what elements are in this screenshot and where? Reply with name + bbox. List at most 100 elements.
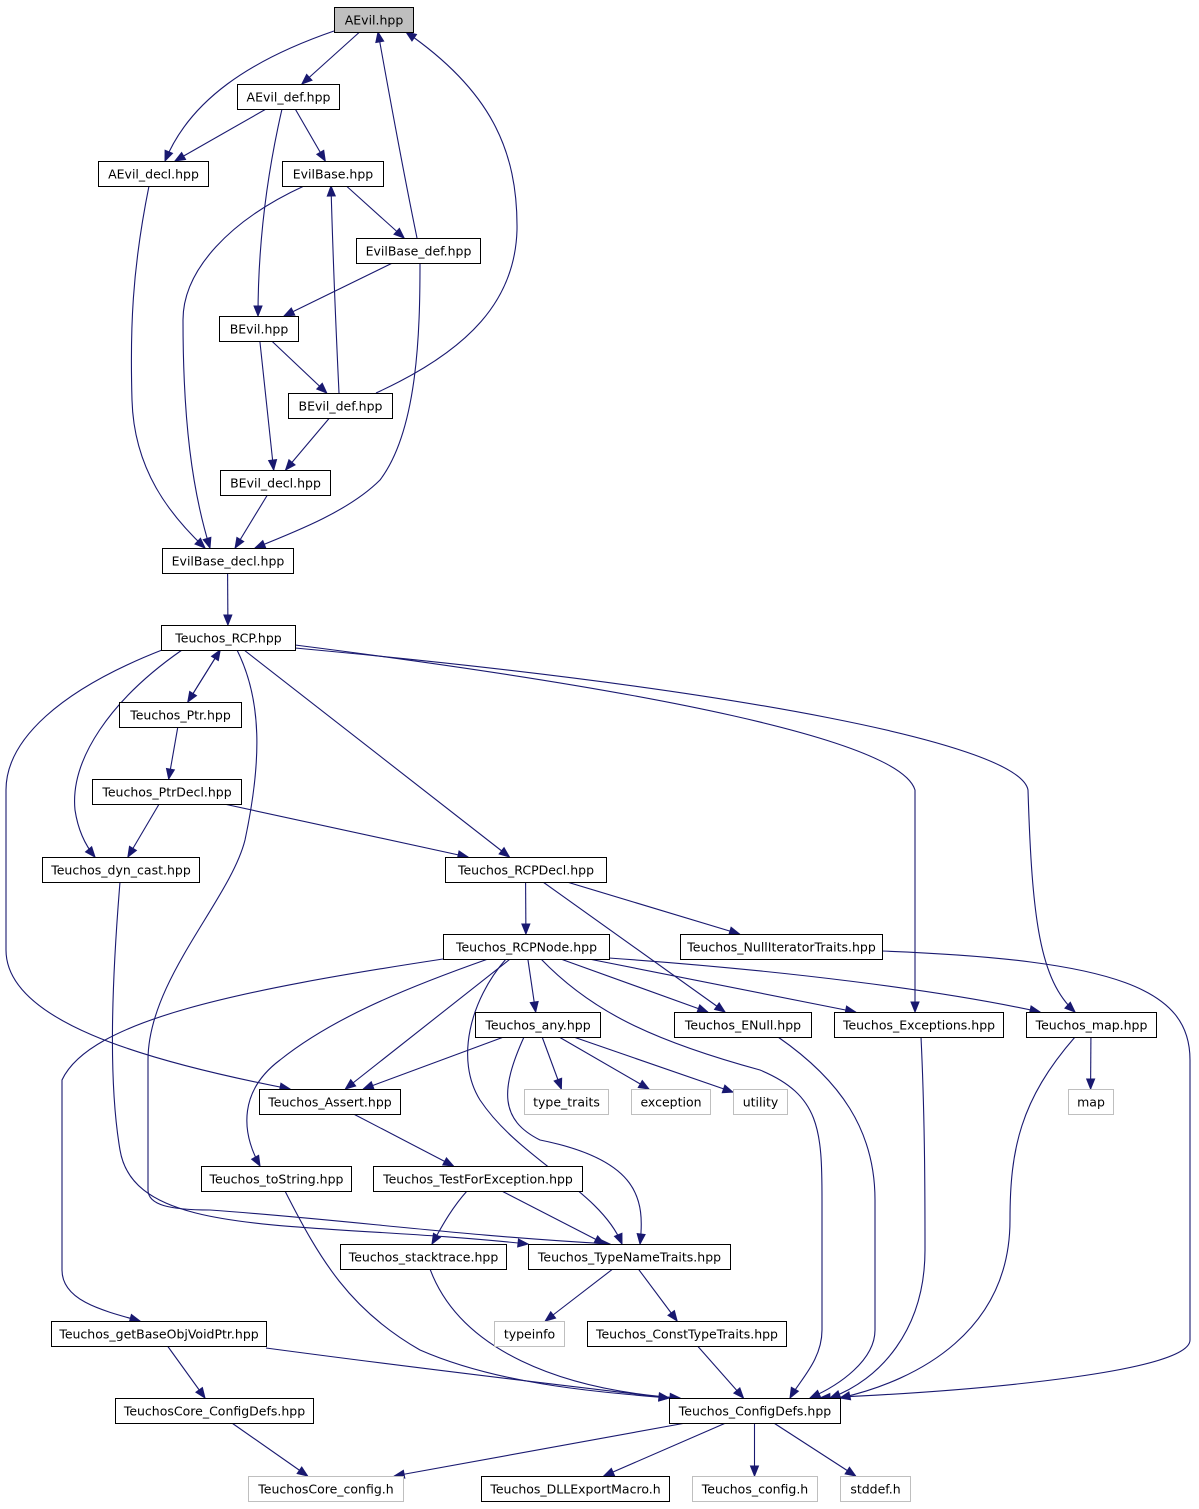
node-bevil_def[interactable]: BEvil_def.hpp (288, 393, 393, 419)
edge-arrowhead (844, 1466, 857, 1477)
node-tostring[interactable]: Teuchos_toString.hpp (201, 1166, 352, 1192)
edge-typenametraits-to-consttypetraits (637, 1268, 678, 1322)
node-coreconfig_h: TeuchosCore_config.h (248, 1476, 404, 1502)
node-box (115, 1398, 314, 1424)
edge-configdefs-to-coreconfig_h (394, 1422, 686, 1477)
node-bevil_decl[interactable]: BEvil_decl.hpp (220, 470, 331, 496)
edge-arrowhead (553, 1077, 563, 1091)
node-rcp[interactable]: Teuchos_RCP.hpp (161, 625, 296, 651)
edge-tmap-to-configdefs (839, 1036, 1076, 1399)
edges-layer (5, 30, 1191, 1479)
node-box (259, 1089, 401, 1115)
edge-rcpnode-to-configdefs (540, 958, 823, 1399)
node-type_traits: type_traits (524, 1089, 609, 1115)
edge-arrowhead (1064, 1001, 1076, 1013)
node-enull[interactable]: Teuchos_ENull.hpp (674, 1012, 812, 1038)
node-label: Teuchos_ENull.hpp (684, 1018, 801, 1033)
node-aevil_decl[interactable]: AEvil_decl.hpp (98, 161, 209, 187)
node-label: Teuchos_Assert.hpp (267, 1095, 391, 1110)
edge-getbaseobj-to-coreconfigdefs (167, 1345, 206, 1399)
node-ptr[interactable]: Teuchos_Ptr.hpp (119, 702, 242, 728)
edge-rcpnode-to-assert (345, 958, 511, 1090)
node-label: AEvil_decl.hpp (108, 167, 199, 182)
node-assert[interactable]: Teuchos_Assert.hpp (259, 1089, 401, 1115)
edge-arrowhead (253, 539, 267, 549)
node-box (631, 1089, 711, 1115)
node-label: BEvil.hpp (230, 322, 289, 337)
node-bevil[interactable]: BEvil.hpp (219, 316, 299, 342)
node-configdefs[interactable]: Teuchos_ConfigDefs.hpp (669, 1398, 841, 1424)
edge-typenametraits-to-typeinfo (544, 1268, 614, 1322)
edge-arrowhead (441, 1156, 455, 1167)
edge-evilbase_def-to-aevil (377, 31, 418, 239)
node-box (162, 548, 294, 574)
node-box (248, 1476, 404, 1502)
node-label: Teuchos_PtrDecl.hpp (101, 785, 231, 800)
edge-rcpnode-to-exceptions (588, 958, 856, 1013)
edge-arrowhead (173, 151, 187, 162)
node-box (161, 625, 296, 651)
edge-consttypetraits-to-configdefs (697, 1345, 744, 1399)
node-aevil[interactable]: AEvil.hpp (334, 7, 414, 33)
edge-arrowhead (838, 1391, 852, 1401)
node-evilbase_def[interactable]: EvilBase_def.hpp (356, 238, 481, 264)
node-aevil_def[interactable]: AEvil_def.hpp (237, 84, 340, 110)
edge-arrowhead (253, 305, 263, 318)
edge-getbaseobj-to-configdefs (265, 1347, 670, 1399)
node-any[interactable]: Teuchos_any.hpp (475, 1012, 601, 1038)
edge-any-to-exception (558, 1036, 650, 1090)
node-evilbase_decl[interactable]: EvilBase_decl.hpp (162, 548, 294, 574)
node-box (840, 1476, 911, 1502)
edge-rcpnode-to-tostring (246, 958, 489, 1167)
node-label: TeuchosCore_ConfigDefs.hpp (123, 1404, 305, 1419)
edge-arrowhead (250, 1154, 261, 1168)
edge-arrowhead (202, 536, 212, 550)
edge-bevil-to-bevil_decl (259, 340, 275, 471)
node-dllexport[interactable]: Teuchos_DLLExportMacro.h (481, 1476, 670, 1502)
edge-arrowhead (326, 184, 337, 197)
node-exceptions[interactable]: Teuchos_Exceptions.hpp (834, 1012, 1004, 1038)
edge-arrowhead (613, 1232, 623, 1246)
node-getbaseobj[interactable]: Teuchos_getBaseObjVoidPtr.hpp (51, 1321, 267, 1347)
edge-arrowhead (728, 926, 741, 936)
edge-tostring-to-configdefs (284, 1190, 670, 1399)
node-label: Teuchos_Exceptions.hpp (842, 1018, 995, 1033)
node-typenametraits[interactable]: Teuchos_TypeNameTraits.hpp (528, 1244, 731, 1270)
edge-arrowhead (721, 1084, 735, 1094)
edge-arrowhead (362, 1080, 375, 1090)
node-stacktrace[interactable]: Teuchos_stacktrace.hpp (340, 1244, 507, 1270)
node-label: BEvil_decl.hpp (230, 476, 321, 491)
node-consttypetraits[interactable]: Teuchos_ConstTypeTraits.hpp (587, 1321, 787, 1347)
node-config_h: Teuchos_config.h (692, 1476, 818, 1502)
edge-arrowhead (431, 1232, 442, 1246)
node-label: Teuchos_ConfigDefs.hpp (678, 1404, 831, 1419)
node-nulliter[interactable]: Teuchos_NullIteratorTraits.hpp (680, 934, 883, 960)
node-tmap[interactable]: Teuchos_map.hpp (1026, 1012, 1157, 1038)
node-box (119, 702, 242, 728)
node-evilbase[interactable]: EvilBase.hpp (282, 161, 384, 187)
node-box (587, 1321, 787, 1347)
edge-arrowhead (521, 923, 531, 936)
node-rcpnode[interactable]: Teuchos_RCPNode.hpp (443, 934, 610, 960)
edge-arrowhead (498, 846, 511, 858)
edge-bevil_def-to-aevil (375, 31, 518, 394)
node-coreconfigdefs[interactable]: TeuchosCore_ConfigDefs.hpp (115, 1398, 314, 1424)
node-ptrdecl[interactable]: Teuchos_PtrDecl.hpp (92, 779, 242, 805)
node-label: exception (640, 1095, 701, 1110)
node-label: type_traits (533, 1095, 600, 1110)
node-label: Teuchos_NullIteratorTraits.hpp (686, 940, 876, 955)
node-label: Teuchos_RCPDecl.hpp (457, 863, 594, 878)
edge-arrowhead (234, 536, 245, 550)
node-exception: exception (631, 1089, 711, 1115)
node-rcpdecl[interactable]: Teuchos_RCPDecl.hpp (445, 857, 607, 883)
node-testforexc[interactable]: Teuchos_TestForException.hpp (373, 1166, 583, 1192)
node-label: Teuchos_map.hpp (1035, 1018, 1148, 1033)
edge-arrowhead (529, 1000, 539, 1014)
edge-exceptions-to-configdefs (829, 1036, 926, 1399)
node-dyncast[interactable]: Teuchos_dyn_cast.hpp (42, 857, 200, 883)
edge-rcp-to-tmap (294, 647, 1076, 1013)
edge-configdefs-to-stddef (773, 1422, 856, 1477)
edge-any-to-typenametraits (507, 1036, 642, 1245)
edge-arrowhead (910, 1001, 920, 1014)
